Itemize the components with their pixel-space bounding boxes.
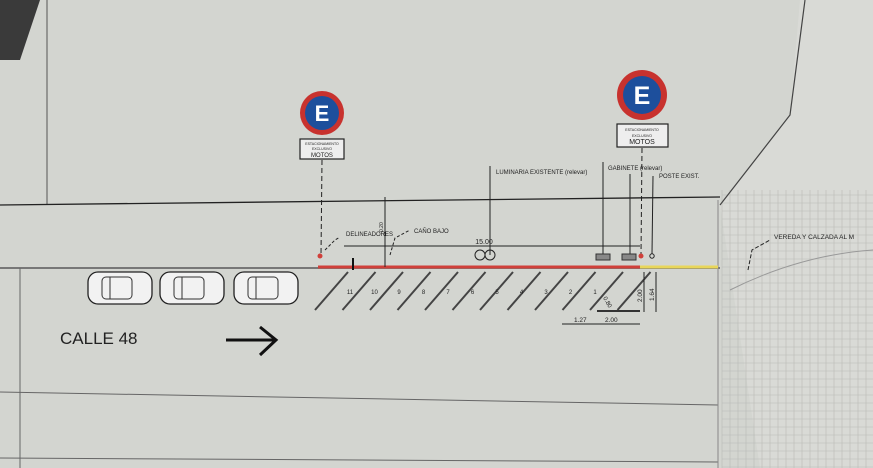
stall-line <box>369 271 404 311</box>
cabinet-icon <box>595 253 611 261</box>
stall-number: 3 <box>544 290 548 296</box>
stall-line <box>616 271 652 311</box>
car-icon <box>159 271 225 305</box>
poste-label: POSTE EXIST. <box>659 174 700 180</box>
sign-letter: E <box>634 82 651 110</box>
sign-text: MOTOS <box>311 153 333 159</box>
sidewalk-area <box>720 0 873 468</box>
sign-text: ESTACIONAMIENTO <box>625 128 659 132</box>
length-dimension: 15.00 <box>475 239 493 246</box>
sign-text: MOTOS <box>629 139 655 146</box>
street-name: CALLE 48 <box>60 329 138 348</box>
stall-line <box>341 271 377 311</box>
stall-number: 5 <box>495 290 499 296</box>
cabinet-icon <box>621 253 637 261</box>
parking-sign-left: E ESTACIONAMIENTO EXCLUSIVO MOTOS <box>299 91 345 259</box>
delineadores-label: DELINEADORES <box>346 232 393 238</box>
stall-line <box>506 271 542 311</box>
dim-label: 1.64 <box>649 288 656 301</box>
luminaria-icon <box>474 249 496 261</box>
stall-number: 10 <box>371 290 378 296</box>
stall-number: 6 <box>471 290 475 296</box>
leader-line <box>389 229 411 256</box>
vereda-label: VEREDA Y CALZADA AL M <box>774 234 854 241</box>
sign-text: ESTACIONAMIENTO <box>305 142 339 146</box>
leader-line <box>324 236 341 251</box>
stall-line <box>314 271 349 311</box>
stall-number: 2 <box>569 290 573 296</box>
building-line <box>0 196 721 206</box>
parking-stalls: 11 10 9 8 7 6 5 4 3 2 1 <box>314 271 652 311</box>
stall-line <box>561 271 597 311</box>
sign-text: EXCLUSIVO <box>312 147 332 151</box>
gabinete-label: GABINETE (relevar) <box>608 166 662 172</box>
stall-line <box>424 271 459 311</box>
stall-number: 4 <box>520 290 524 296</box>
stall-line <box>479 271 514 311</box>
road-edge-2 <box>0 457 719 463</box>
parked-cars <box>87 271 299 305</box>
stall-number: 1 <box>593 290 597 296</box>
road-edge <box>0 391 719 406</box>
direction-arrow-icon <box>226 325 279 357</box>
cano-bajo-label: CAÑO BAJO <box>414 228 449 235</box>
stall-number: 7 <box>446 290 450 296</box>
stall-line <box>451 271 487 311</box>
dark-corner <box>0 0 40 60</box>
corner-line <box>719 0 806 206</box>
dim-label: 1.27 <box>574 317 587 324</box>
pole-icon <box>649 253 655 259</box>
car-icon <box>87 271 153 305</box>
leader-line <box>747 239 771 271</box>
sign-letter: E <box>315 101 330 126</box>
dim-label: 0.20 <box>379 222 385 232</box>
stall-line <box>534 271 569 311</box>
parking-sign-right: E ESTACIONAMIENTO EXCLUSIVO MOTOS <box>616 70 669 259</box>
stall-number: 11 <box>347 290 354 296</box>
stall-number: 8 <box>422 290 426 296</box>
sign-text: EXCLUSIVO <box>632 134 652 138</box>
stall-line <box>589 271 624 311</box>
luminaria-label: LUMINARIA EXISTENTE (relevar) <box>496 170 587 176</box>
curve-line <box>729 249 873 291</box>
stall-line <box>396 271 432 311</box>
leader-line <box>651 175 654 255</box>
paving-grid <box>721 190 873 468</box>
stall-number: 9 <box>397 290 401 296</box>
dim-label: 0.80 <box>601 296 612 310</box>
dim-label: 2.00 <box>637 289 644 302</box>
dim-label: 2.00 <box>605 317 618 324</box>
car-icon <box>233 271 299 305</box>
